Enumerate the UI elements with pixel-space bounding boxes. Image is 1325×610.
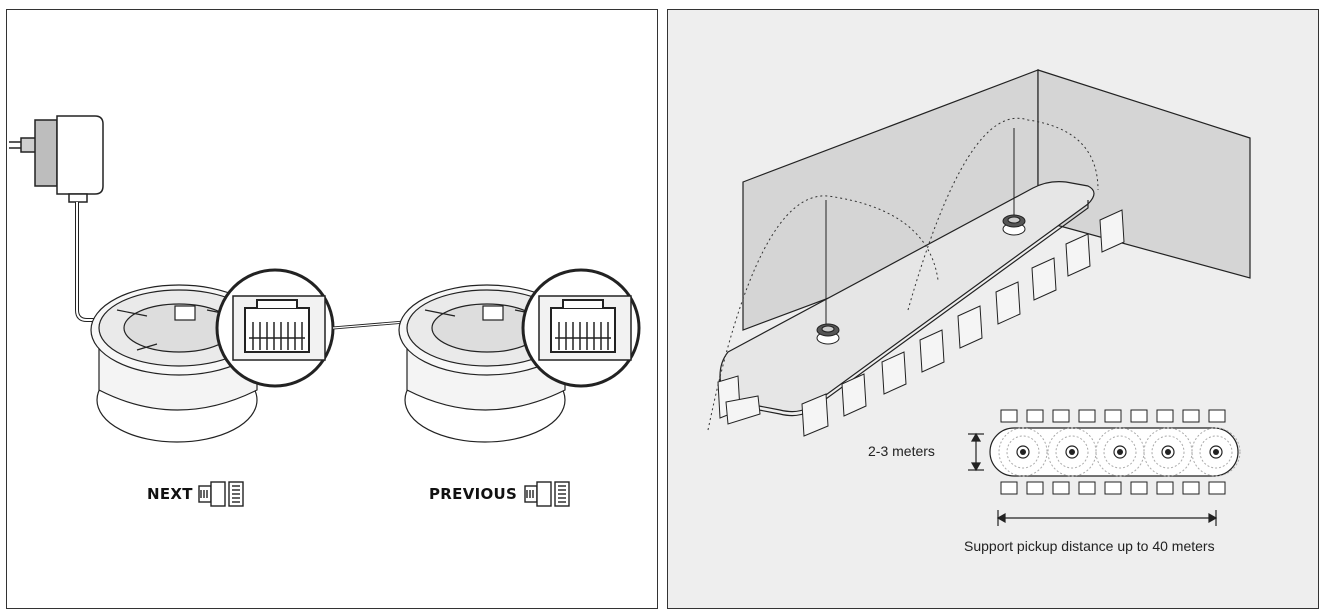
width-dimension-marker [968, 432, 984, 472]
cabling-diagram-panel: NEXT PREVIOUS [6, 9, 658, 609]
table-microphone [1002, 214, 1026, 236]
cabling-illustration [9, 115, 641, 507]
chairs [717, 209, 1125, 437]
rj45-port-icon [524, 481, 570, 507]
distance-dimension-marker [996, 510, 1218, 526]
top-view-chairs [1000, 409, 1226, 495]
rj45-port-icon [198, 481, 244, 507]
room-coverage-panel: 2-3 meters Support pickup distance up to… [667, 9, 1319, 609]
table-microphone [816, 323, 840, 345]
next-port-label: NEXT [147, 485, 193, 503]
pickup-range-arcs [707, 117, 1099, 431]
top-view-microphones [998, 427, 1241, 477]
side-wall [1037, 69, 1251, 279]
room-illustration [707, 69, 1251, 526]
distance-label: Support pickup distance up to 40 meters [964, 538, 1215, 554]
left-port-zoom [215, 268, 335, 388]
previous-port-label: PREVIOUS [429, 485, 518, 503]
width-label: 2-3 meters [868, 443, 935, 459]
power-adapter-icon [9, 115, 104, 203]
right-port-zoom [521, 268, 641, 388]
